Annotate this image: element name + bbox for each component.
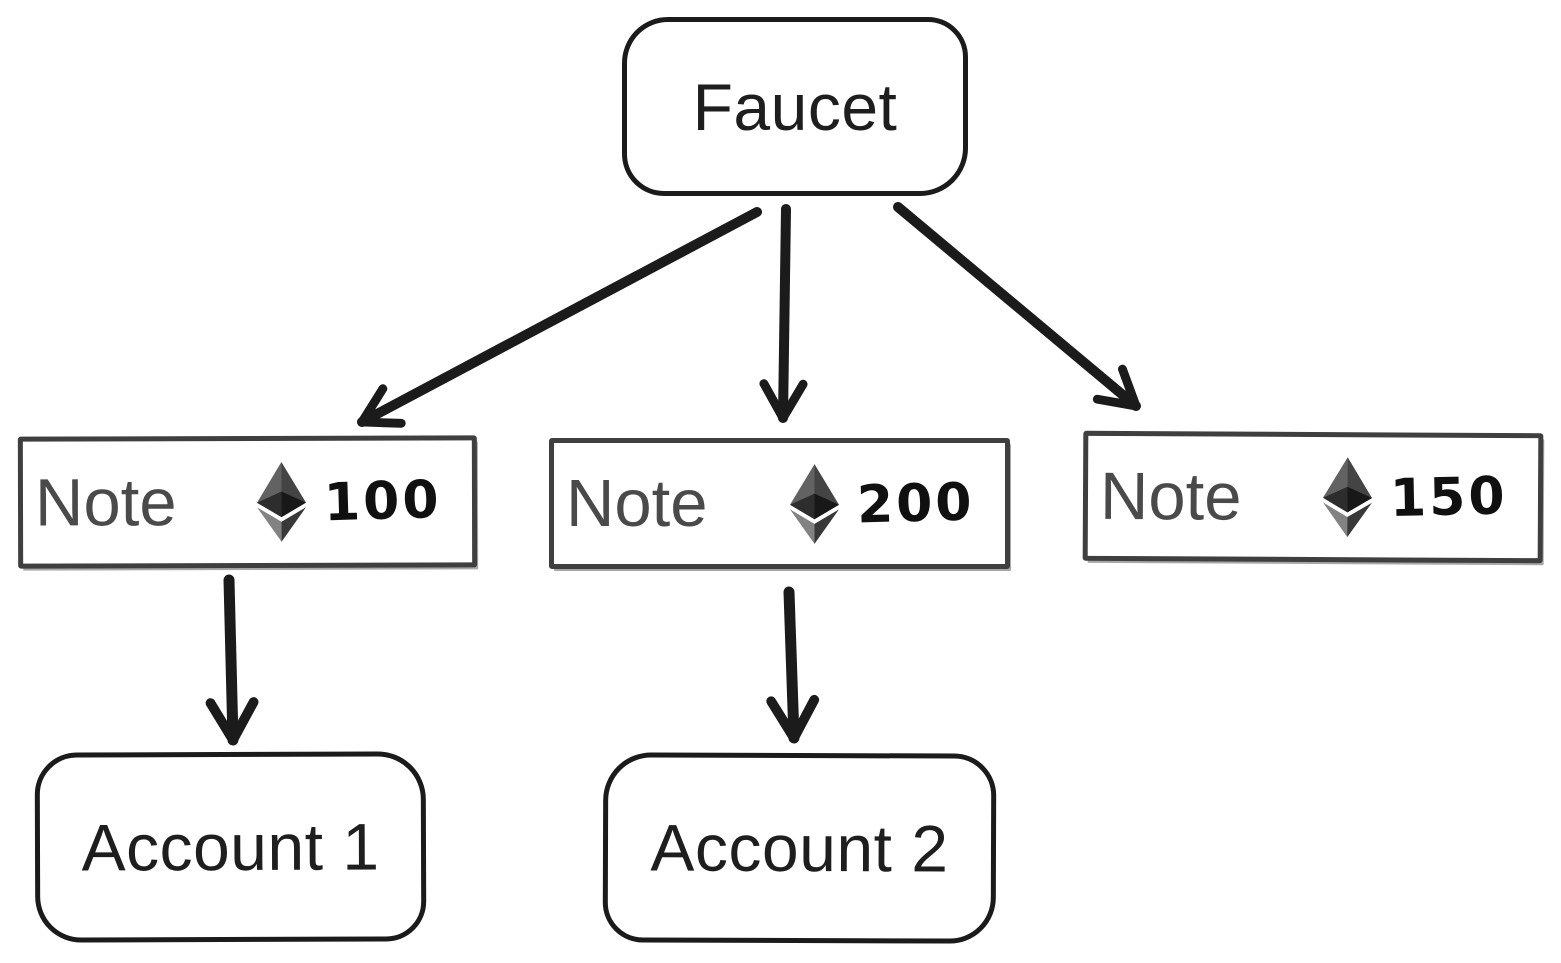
- ethereum-icon: [1323, 457, 1373, 538]
- note-label: Note: [34, 464, 177, 541]
- faucet-label: Faucet: [692, 69, 898, 144]
- ethereum-icon: [790, 463, 840, 544]
- edge-note2-account2: [766, 586, 820, 744]
- edge-faucet-note3: [893, 202, 1141, 411]
- edge-faucet-note1: [357, 207, 762, 428]
- note-amount: 150: [1389, 466, 1509, 529]
- node-note-100: Note 100: [17, 435, 478, 569]
- node-note-150: Note 150: [1082, 430, 1544, 564]
- node-account-1: Account 1: [34, 751, 427, 943]
- node-note-200: Note 200: [549, 438, 1010, 569]
- edge-faucet-note2: [759, 204, 808, 423]
- node-faucet: Faucet: [622, 17, 968, 196]
- account2-label: Account 2: [650, 810, 949, 886]
- note-amount: 100: [323, 469, 443, 534]
- note-label: Note: [566, 466, 708, 541]
- note-amount: 200: [856, 471, 976, 536]
- note-label: Note: [1099, 458, 1242, 535]
- ethereum-icon: [257, 461, 307, 542]
- edge-note1-account1: [205, 574, 259, 746]
- account1-label: Account 1: [81, 809, 380, 885]
- node-account-2: Account 2: [602, 752, 997, 944]
